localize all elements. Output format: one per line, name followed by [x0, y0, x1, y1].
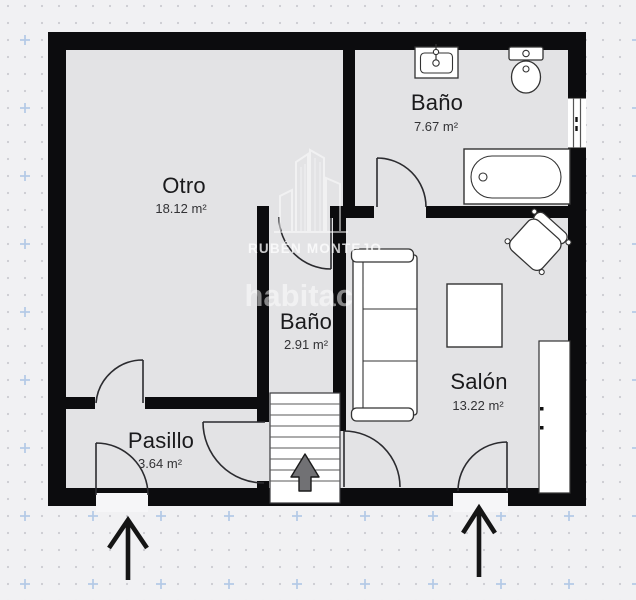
stairs-up-arrow-icon — [290, 453, 320, 492]
wardrobe-icon — [538, 340, 571, 494]
room-area-otro: 18.12 m² — [155, 200, 206, 218]
room-name: Salón — [450, 369, 508, 394]
walls — [48, 32, 586, 506]
entrance-arrow-right-icon — [461, 503, 497, 577]
brand-watermark: habitaclia — [245, 278, 389, 313]
room-area-salon: 13.22 m² — [452, 397, 503, 415]
sink-icon — [414, 44, 459, 79]
window-icon — [568, 96, 586, 150]
room-label-banyo-pequeno: Baño — [280, 309, 332, 335]
room-area-pasillo: 3.64 m² — [138, 455, 182, 473]
staircase-icon — [269, 392, 341, 504]
room-area: 2.91 m² — [283, 337, 329, 352]
sofa-icon — [350, 248, 418, 422]
table-icon — [446, 283, 503, 348]
room-area: 3.64 m² — [137, 456, 183, 471]
room-name: Baño — [410, 90, 464, 115]
room-name: Pasillo — [127, 428, 195, 453]
agency-logo-watermark — [274, 148, 348, 233]
bathtub-icon — [463, 148, 571, 205]
room-label-banyo-grande: Baño — [411, 90, 463, 116]
room-area: 18.12 m² — [155, 201, 207, 216]
room-name: Baño — [279, 309, 333, 334]
room-name: Otro — [162, 173, 206, 198]
entrance-thresholds — [96, 493, 508, 512]
room-label-otro: Otro — [162, 173, 206, 199]
toilet-icon — [508, 46, 544, 94]
door-swings — [95, 157, 508, 496]
agency-name-watermark: RUBÉN MONTEJO — [248, 241, 382, 256]
armchair-icon — [504, 208, 572, 276]
room-area: 13.22 m² — [452, 398, 504, 413]
entrance-arrow-left-icon — [107, 515, 149, 580]
room-area-banyo-pequeno: 2.91 m² — [284, 336, 328, 354]
room-area-banyo-grande: 7.67 m² — [414, 118, 458, 136]
room-label-pasillo: Pasillo — [128, 428, 194, 454]
room-label-salon: Salón — [450, 369, 507, 395]
room-area: 7.67 m² — [413, 119, 459, 134]
